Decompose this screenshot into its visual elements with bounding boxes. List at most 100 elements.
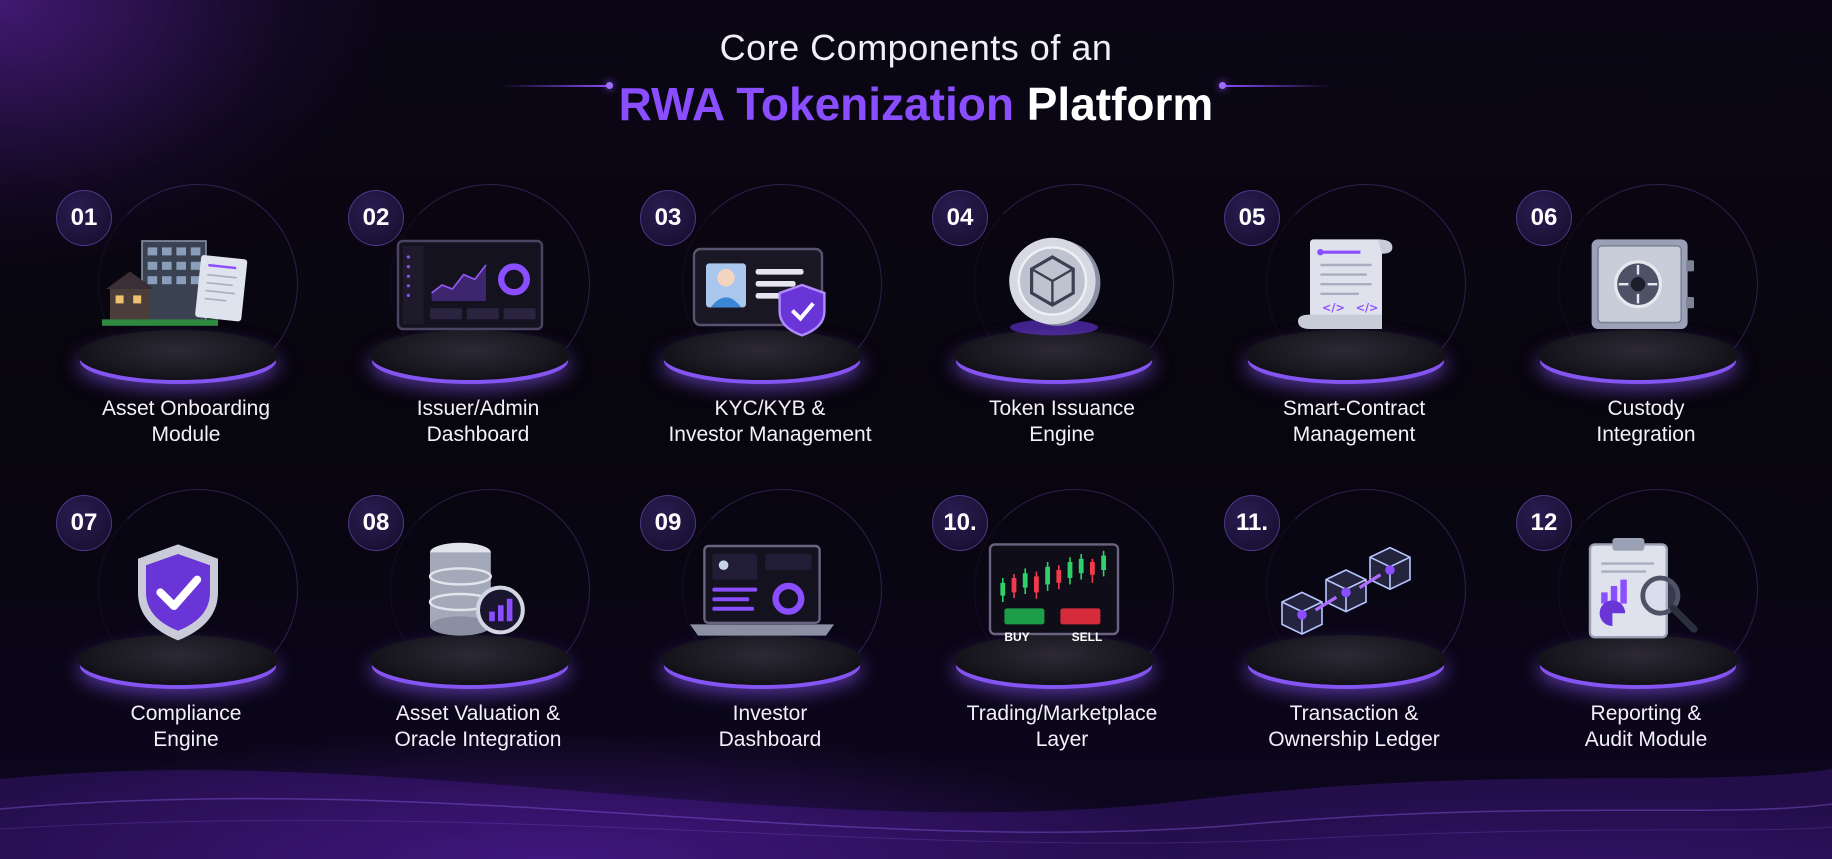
component-label: Token Issuance Engine bbox=[916, 396, 1208, 448]
card-arc bbox=[1558, 489, 1758, 689]
component-number: 05 bbox=[1224, 190, 1280, 246]
header: Core Components of an RWA Tokenization P… bbox=[0, 24, 1832, 134]
pedestal bbox=[1246, 635, 1446, 685]
card-arc bbox=[1266, 489, 1466, 689]
token-coin-icon bbox=[974, 210, 1134, 360]
svg-text:</>: </> bbox=[1322, 301, 1345, 314]
component-label: Smart-Contract Management bbox=[1208, 396, 1500, 448]
trading-monitor-icon: BUY SELL bbox=[974, 515, 1134, 665]
card-arc bbox=[98, 184, 298, 384]
component-number: 04 bbox=[932, 190, 988, 246]
component-number: 10. bbox=[932, 495, 988, 551]
laptop-dashboard-icon bbox=[682, 515, 842, 665]
component-number: 07 bbox=[56, 495, 112, 551]
component-label-line1: Compliance bbox=[130, 702, 242, 725]
card-arc bbox=[390, 489, 590, 689]
component-label-line1: Trading/Marketplace bbox=[966, 702, 1158, 725]
pedestal bbox=[954, 635, 1154, 685]
pedestal bbox=[370, 330, 570, 380]
component-label-line2: Layer bbox=[1035, 728, 1089, 751]
component-label: Trading/Marketplace Layer bbox=[916, 701, 1208, 753]
component-number: 09 bbox=[640, 495, 696, 551]
component-label-line1: Reporting & bbox=[1590, 702, 1702, 725]
components-grid: 01 Asset Onboarding Module 02 Issuer/Adm… bbox=[40, 180, 1792, 780]
title-deco-dot-left bbox=[606, 82, 613, 89]
card-arc bbox=[98, 489, 298, 689]
dashboard-screen-icon bbox=[390, 210, 550, 360]
component-label-line1: Investor bbox=[732, 702, 808, 725]
title-line2: RWA Tokenization Platform bbox=[0, 74, 1832, 134]
component-label-line2: Engine bbox=[153, 728, 219, 751]
card-arc bbox=[1266, 184, 1466, 384]
card-arc bbox=[974, 489, 1174, 689]
component-card-asset-onboarding: 01 Asset Onboarding Module bbox=[40, 180, 332, 485]
background-wave bbox=[0, 769, 1832, 859]
component-number: 03 bbox=[640, 190, 696, 246]
svg-text:</>: </> bbox=[1356, 301, 1379, 314]
component-number: 01 bbox=[56, 190, 112, 246]
component-label-line1: Asset Onboarding bbox=[101, 397, 271, 420]
vault-safe-icon bbox=[1558, 210, 1718, 360]
component-label-line1: Issuer/Admin bbox=[416, 397, 540, 420]
component-label: Compliance Engine bbox=[40, 701, 332, 753]
card-arc bbox=[682, 489, 882, 689]
component-label-line1: Custody bbox=[1607, 397, 1685, 420]
component-label-line1: Asset Valuation & bbox=[395, 702, 561, 725]
component-label: Investor Dashboard bbox=[624, 701, 916, 753]
component-card-reporting-audit: 12 Reporting & Audit Module bbox=[1500, 485, 1792, 790]
component-label-line2: Investor Management bbox=[668, 423, 872, 446]
component-card-custody: 06 Custody Integration bbox=[1500, 180, 1792, 485]
component-card-trading-marketplace: BUY SELL 10. Trading/Marketplace Layer bbox=[916, 485, 1208, 790]
buy-label: BUY bbox=[1004, 630, 1030, 644]
component-number: 12 bbox=[1516, 495, 1572, 551]
card-arc bbox=[1558, 184, 1758, 384]
card-arc bbox=[390, 184, 590, 384]
pedestal bbox=[78, 635, 278, 685]
component-card-compliance: 07 Compliance Engine bbox=[40, 485, 332, 790]
component-card-smart-contract: </> </> 05 Smart-Contract Management bbox=[1208, 180, 1500, 485]
component-label-line2: Module bbox=[151, 423, 221, 446]
component-number: 02 bbox=[348, 190, 404, 246]
pedestal bbox=[662, 635, 862, 685]
shield-check-icon bbox=[98, 515, 258, 665]
component-label: KYC/KYB & Investor Management bbox=[624, 396, 916, 448]
title-deco-dot-right bbox=[1219, 82, 1226, 89]
component-label-line2: Engine bbox=[1029, 423, 1095, 446]
component-label-line2: Oracle Integration bbox=[394, 728, 562, 751]
pedestal bbox=[1538, 635, 1738, 685]
title-rest: Platform bbox=[1026, 78, 1214, 130]
component-label: Custody Integration bbox=[1500, 396, 1792, 448]
id-card-shield-icon bbox=[682, 210, 842, 360]
component-label-line2: Dashboard bbox=[426, 423, 530, 446]
title-deco-line-left bbox=[500, 85, 610, 87]
component-label: Issuer/Admin Dashboard bbox=[332, 396, 624, 448]
component-label-line2: Integration bbox=[1596, 423, 1696, 446]
component-card-issuer-admin: 02 Issuer/Admin Dashboard bbox=[332, 180, 624, 485]
component-label-line2: Dashboard bbox=[718, 728, 822, 751]
building-document-icon bbox=[98, 210, 258, 360]
component-label: Asset Onboarding Module bbox=[40, 396, 332, 448]
component-label: Transaction & Ownership Ledger bbox=[1208, 701, 1500, 753]
pedestal bbox=[78, 330, 278, 380]
component-card-transaction-ledger: 11. Transaction & Ownership Ledger bbox=[1208, 485, 1500, 790]
component-card-asset-valuation: 08 Asset Valuation & Oracle Integration bbox=[332, 485, 624, 790]
component-card-investor-dashboard: 09 Investor Dashboard bbox=[624, 485, 916, 790]
database-chart-icon bbox=[390, 515, 550, 665]
pedestal bbox=[662, 330, 862, 380]
sell-label: SELL bbox=[1071, 630, 1103, 644]
title-deco-line-right bbox=[1222, 85, 1332, 87]
component-label-line1: Smart-Contract bbox=[1282, 397, 1426, 420]
component-number: 11. bbox=[1224, 495, 1280, 551]
component-label: Reporting & Audit Module bbox=[1500, 701, 1792, 753]
title-accent: RWA Tokenization bbox=[618, 78, 1014, 130]
component-label-line2: Management bbox=[1292, 423, 1416, 446]
blockchain-cubes-icon bbox=[1266, 515, 1426, 665]
pedestal bbox=[1538, 330, 1738, 380]
component-label-line2: Audit Module bbox=[1584, 728, 1708, 751]
component-label-line2: Ownership Ledger bbox=[1268, 728, 1440, 751]
component-label-line1: KYC/KYB & bbox=[714, 397, 826, 420]
card-arc bbox=[682, 184, 882, 384]
component-card-token-issuance: 04 Token Issuance Engine bbox=[916, 180, 1208, 485]
contract-scroll-icon: </> </> bbox=[1266, 210, 1426, 360]
